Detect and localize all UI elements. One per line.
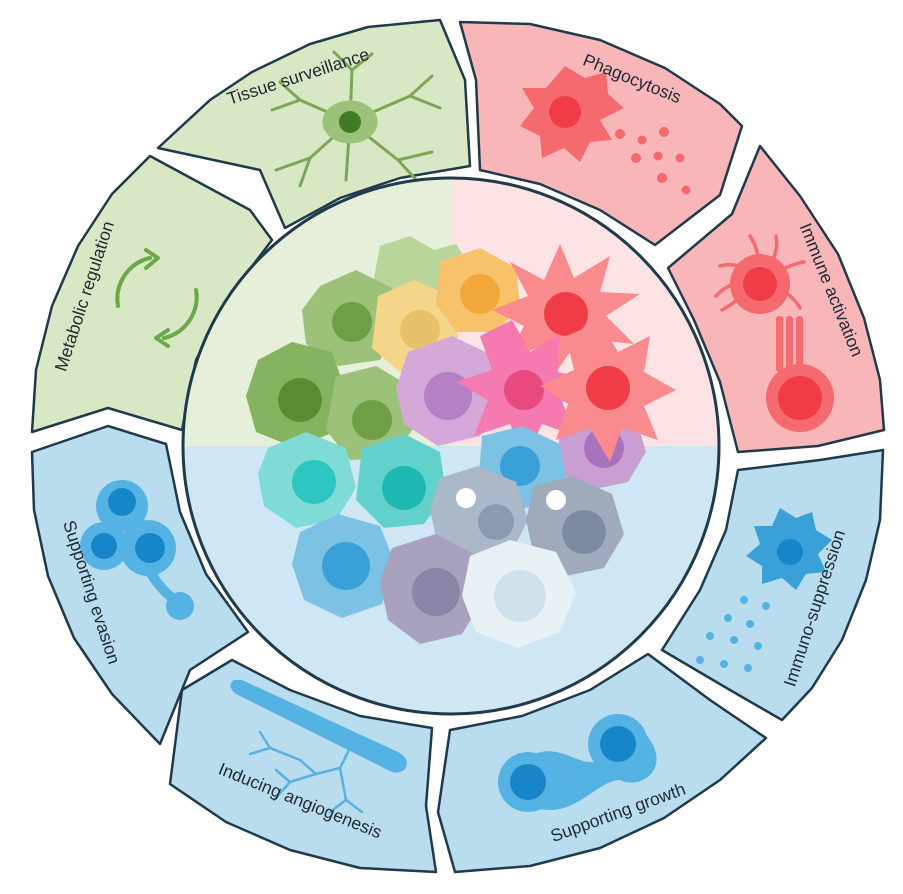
segment-tissue-surveillance [156, 18, 472, 230]
macrophage-cluster [246, 236, 676, 648]
blood-vessel-icon [230, 680, 407, 814]
segment-inducing-angiogenesis [168, 658, 438, 874]
segment-supporting-evasion [30, 424, 250, 746]
segment-immuno-suppression [660, 448, 885, 722]
red-spiky-cell [456, 244, 676, 462]
secreting-cell-icon [696, 508, 832, 672]
grey-cell [380, 466, 624, 648]
cell-contact-icon [714, 234, 834, 432]
cycle-arrows-icon [115, 248, 199, 348]
ramified-cell-icon [270, 50, 442, 188]
cell-cluster-icon [80, 480, 194, 620]
phagocyte-icon [520, 66, 691, 195]
teal-cell [258, 432, 446, 528]
dividing-cell-icon [498, 714, 657, 812]
